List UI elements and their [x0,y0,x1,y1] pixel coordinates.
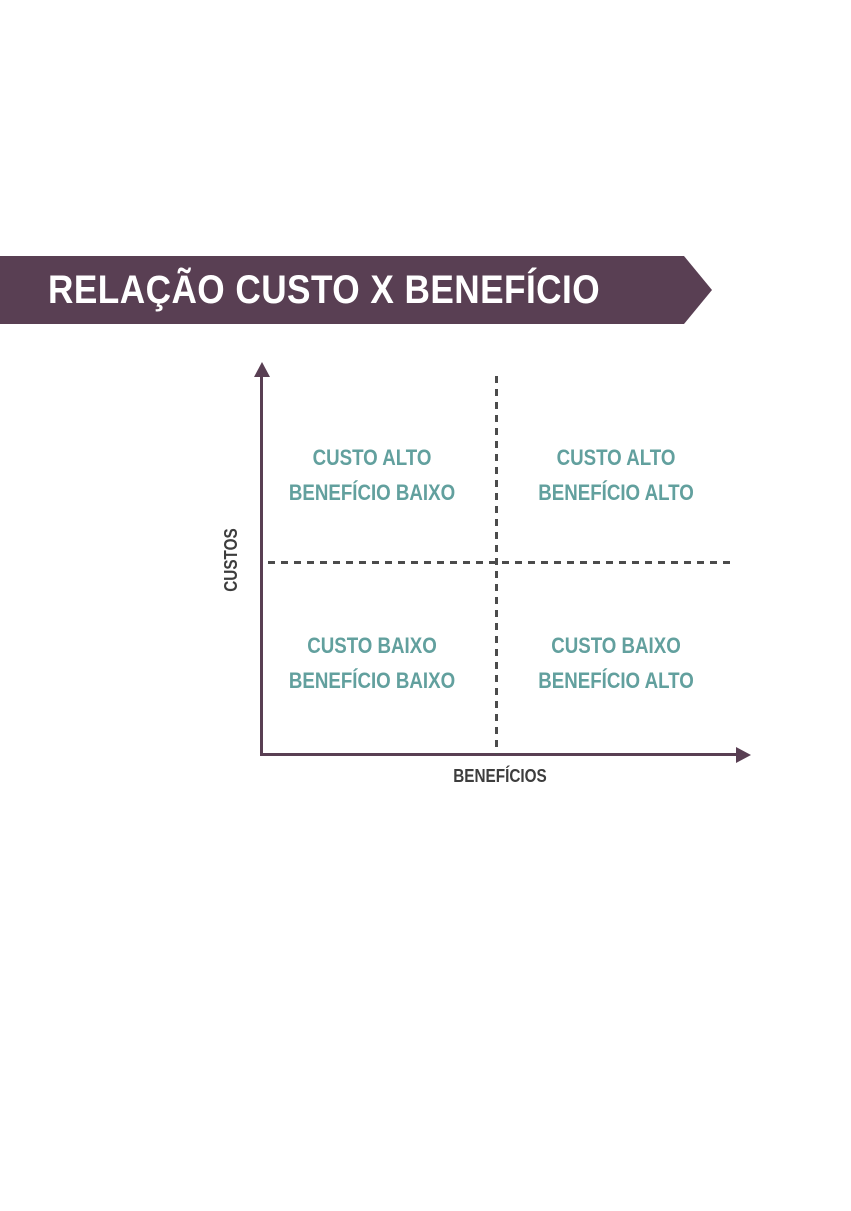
quadrant-label-top-right: CUSTO ALTO BENEFÍCIO ALTO [531,440,701,510]
quadrant-label-bottom-right: CUSTO BAIXO BENEFÍCIO ALTO [531,628,701,698]
y-axis-line [260,376,263,756]
quadrant-line-1: CUSTO ALTO [556,445,676,470]
quadrant-label-bottom-left: CUSTO BAIXO BENEFÍCIO BAIXO [287,628,457,698]
quadrant-line-2: BENEFÍCIO BAIXO [288,480,456,505]
page-title: RELAÇÃO CUSTO X BENEFÍCIO [48,268,601,312]
x-axis-label: BENEFÍCIOS [453,766,547,786]
x-axis-arrow-icon [736,747,751,763]
x-axis-line [260,753,736,756]
quadrant-line-2: BENEFÍCIO BAIXO [288,668,456,693]
quadrant-line-1: CUSTO BAIXO [551,633,681,658]
horizontal-dashed-divider [268,561,732,564]
title-banner: RELAÇÃO CUSTO X BENEFÍCIO [0,256,712,324]
quadrant-line-2: BENEFÍCIO ALTO [538,668,694,693]
quadrant-label-top-left: CUSTO ALTO BENEFÍCIO BAIXO [287,440,457,510]
quadrant-line-2: BENEFÍCIO ALTO [538,480,694,505]
quadrant-line-1: CUSTO BAIXO [307,633,437,658]
vertical-dashed-divider [495,376,498,754]
quadrant-line-1: CUSTO ALTO [312,445,432,470]
y-axis-arrow-icon [254,362,270,377]
y-axis-label: CUSTOS [221,528,241,592]
